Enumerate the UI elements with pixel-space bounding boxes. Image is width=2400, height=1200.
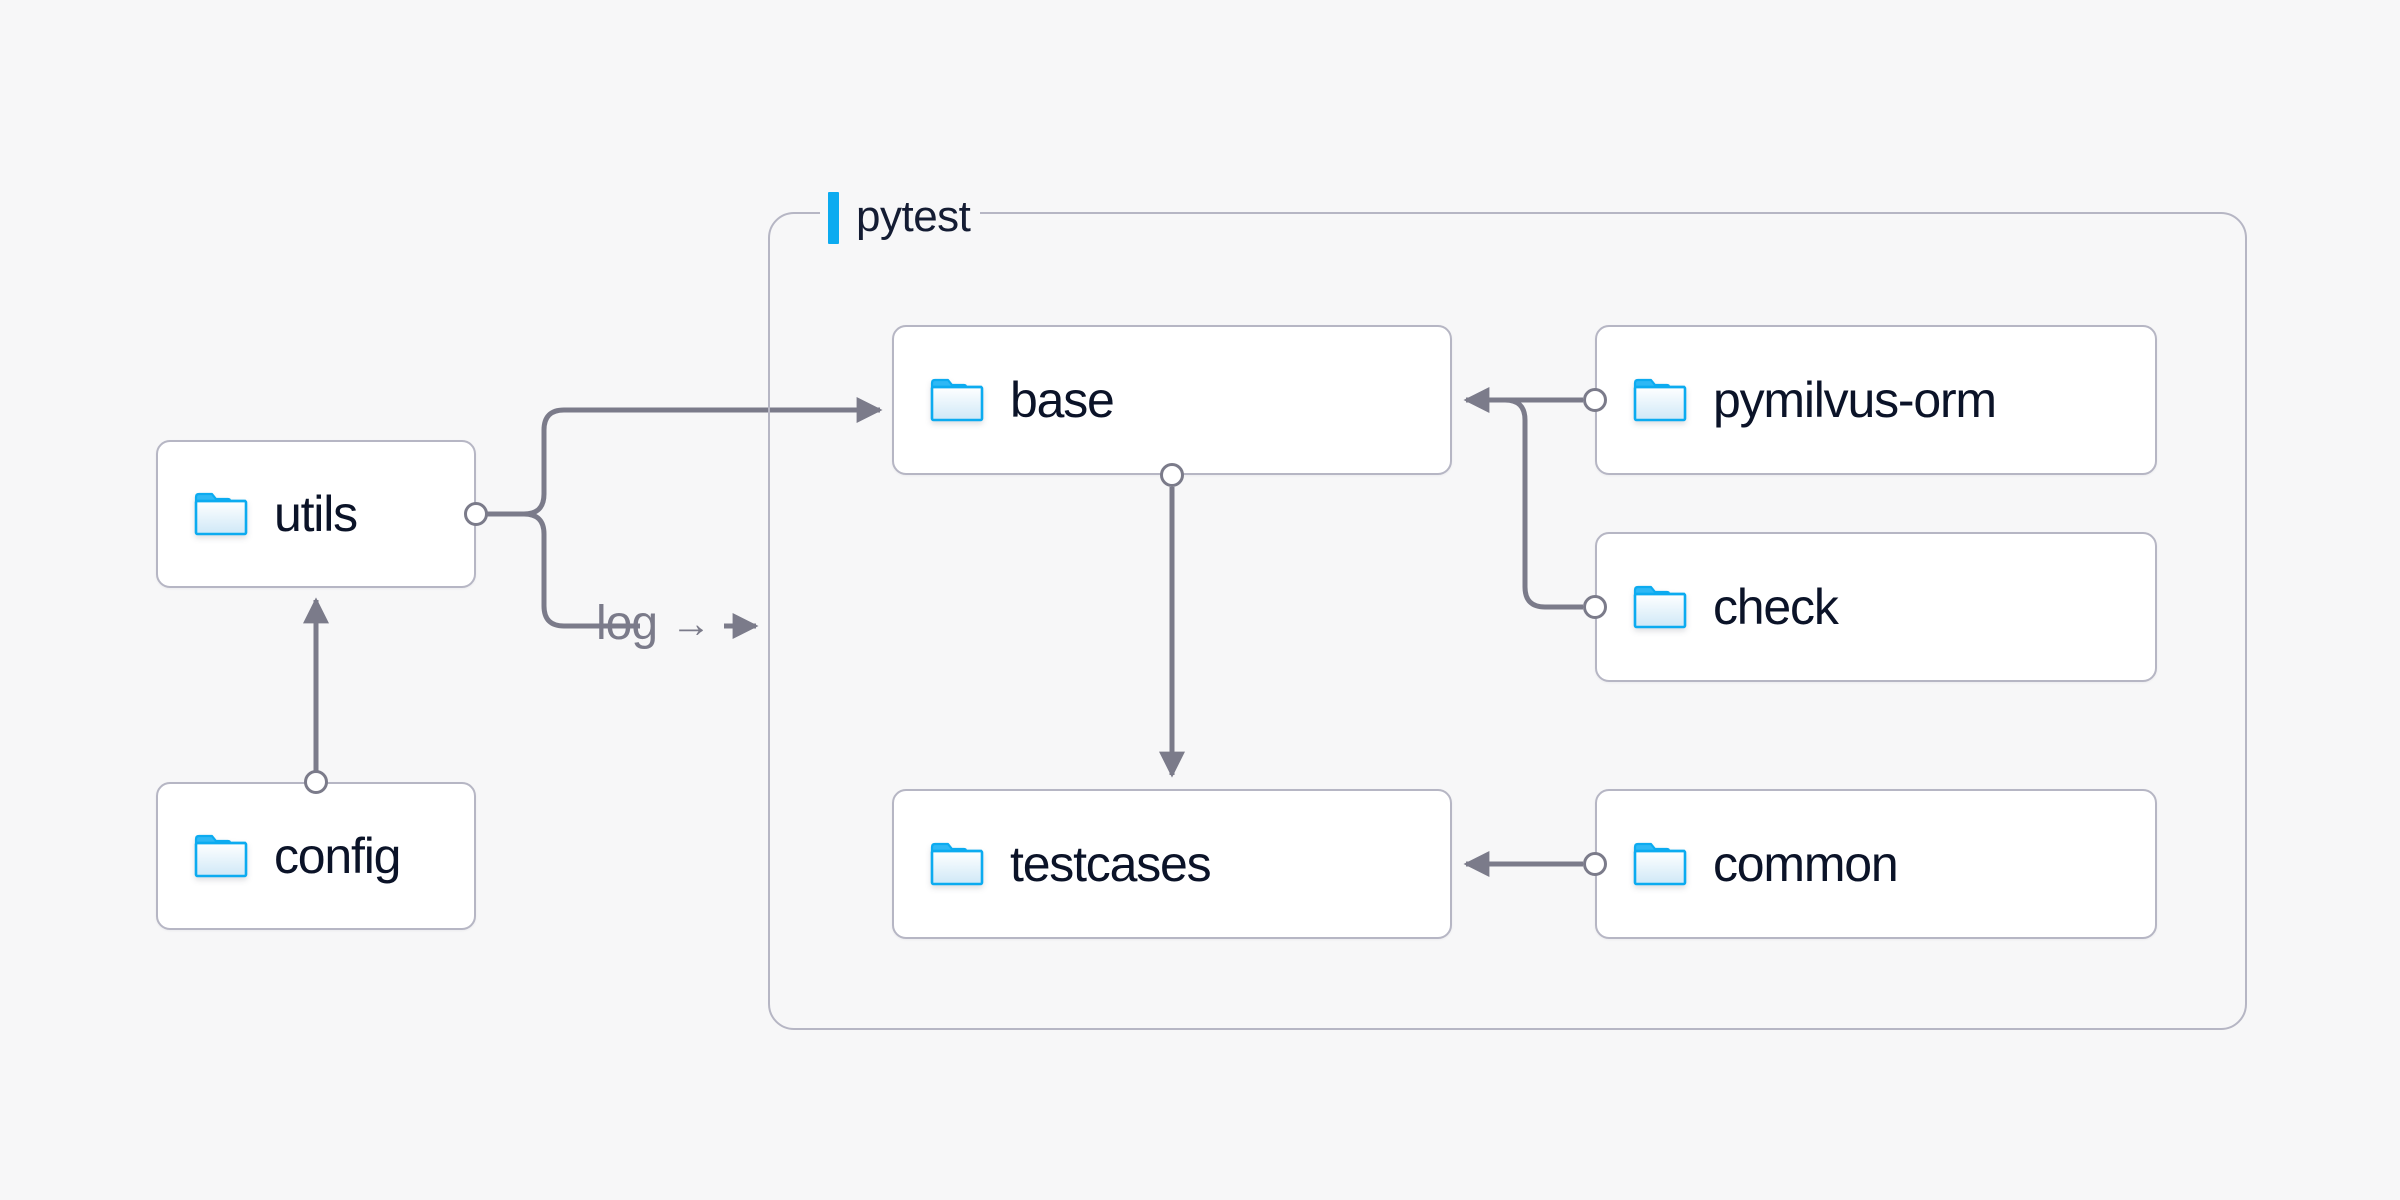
node-check[interactable]: check [1595, 532, 2157, 682]
folder-icon [930, 842, 984, 886]
node-label-base: base [1010, 372, 1115, 428]
node-label-testcases: testcases [1010, 836, 1212, 892]
folder-icon [930, 378, 984, 422]
port-base-bottom[interactable] [1160, 463, 1184, 487]
port-utils-right[interactable] [464, 502, 488, 526]
port-config-top[interactable] [304, 770, 328, 794]
group-accent-bar [828, 192, 839, 244]
folder-icon [1633, 585, 1687, 629]
node-label-utils: utils [274, 486, 358, 542]
edge-label-log[interactable]: log → [596, 597, 711, 650]
node-label-pymilvus-orm: pymilvus-orm [1713, 372, 1997, 428]
group-label-pytest[interactable]: pytest [820, 190, 981, 246]
node-pymilvus-orm[interactable]: pymilvus-orm [1595, 325, 2157, 475]
folder-icon [1633, 842, 1687, 886]
folder-icon [1633, 378, 1687, 422]
arrow-right-icon: → [671, 602, 711, 646]
port-common-left[interactable] [1583, 852, 1607, 876]
node-base[interactable]: base [892, 325, 1452, 475]
port-pymilvus-orm-left[interactable] [1583, 388, 1607, 412]
folder-icon [194, 834, 248, 878]
group-label-text: pytest [856, 191, 971, 241]
edge-label-log-text: log [596, 597, 658, 650]
node-utils[interactable]: utils [156, 440, 476, 588]
node-label-config: config [274, 828, 401, 884]
node-label-check: check [1713, 579, 1839, 635]
group-frame-pytest[interactable] [768, 212, 2247, 1030]
node-label-common: common [1713, 836, 1899, 892]
node-config[interactable]: config [156, 782, 476, 930]
node-common[interactable]: common [1595, 789, 2157, 939]
port-check-left[interactable] [1583, 595, 1607, 619]
node-testcases[interactable]: testcases [892, 789, 1452, 939]
folder-icon [194, 492, 248, 536]
